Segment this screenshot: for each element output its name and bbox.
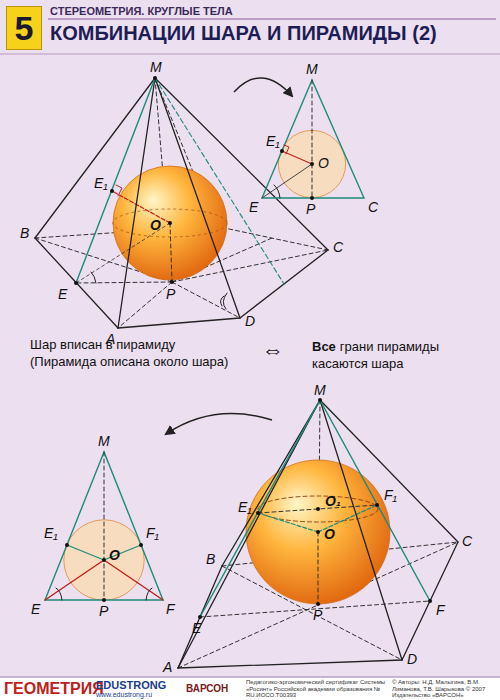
point-label: F	[166, 602, 175, 617]
point-label: B	[206, 552, 215, 567]
brand-name: EDUSTRONG	[96, 679, 166, 691]
section-heading: СТЕРЕОМЕТРИЯ. КРУГЛЫЕ ТЕЛА	[50, 5, 233, 17]
badge-number: 5	[15, 9, 34, 48]
statement-text: Шар вписан в пирамиду	[30, 338, 175, 352]
point-label: E₁	[94, 176, 108, 191]
point-label: E	[192, 621, 201, 636]
point-label: M	[314, 383, 326, 398]
point-label: D	[407, 652, 417, 667]
point-label: M	[306, 62, 318, 77]
statement-bold: Все	[312, 339, 336, 354]
point-label: O	[318, 156, 329, 171]
point-label: C	[462, 534, 472, 549]
point-label: P	[306, 202, 315, 217]
point-label: O₁	[325, 494, 341, 509]
number-badge: 5	[6, 6, 42, 50]
point-label: O	[150, 218, 161, 233]
certificate-note: Педагогико-эргономический сертификат Сис…	[246, 679, 386, 699]
point-label: F	[436, 603, 445, 618]
statement-text: (Пирамида описана около шара)	[30, 355, 228, 369]
publisher-name: ВАРСОН	[186, 683, 228, 694]
point-label: P	[166, 287, 175, 302]
point-label: E₁	[266, 134, 280, 149]
point-label: F₁	[384, 488, 397, 503]
brand-url: www.edustrong.ru	[96, 691, 152, 699]
point-label: E	[31, 602, 40, 617]
point-label: F₁	[146, 526, 159, 541]
brand-name: ГЕОМЕТРИЯ	[4, 680, 104, 698]
point-label: C	[368, 200, 378, 215]
equivalence-sign: ⇔	[262, 338, 284, 362]
point-label: C	[333, 240, 343, 255]
point-label: D	[245, 314, 255, 329]
point-label: P	[313, 608, 322, 623]
copyright-note: © Авторы: Н.Д. Малыгина, В.М. Лиманова, …	[392, 679, 496, 699]
point-label: E	[249, 200, 258, 215]
poster-title: КОМБИНАЦИИ ШАРА И ПИРАМИДЫ (2)	[50, 22, 437, 45]
point-label: E₁	[238, 500, 252, 515]
point-label: B	[20, 226, 29, 241]
statement-group: Всеграни пирамиды касаются шара	[312, 338, 490, 372]
point-label: P	[99, 604, 108, 619]
point-label: E₁	[44, 526, 58, 541]
point-label: A	[163, 660, 172, 675]
point-label: M	[150, 60, 162, 75]
point-label: M	[98, 434, 110, 449]
point-label: E	[58, 287, 67, 302]
point-label: O	[109, 548, 120, 563]
point-label: O	[324, 527, 335, 542]
